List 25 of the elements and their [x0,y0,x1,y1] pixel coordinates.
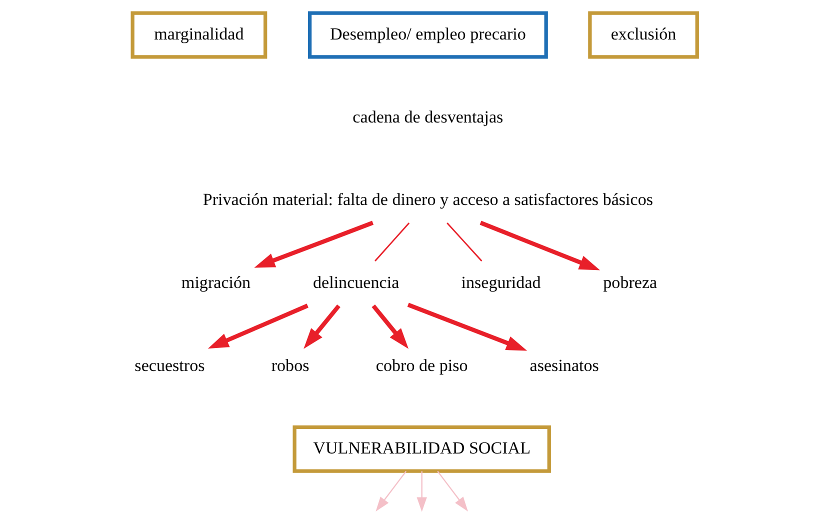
node-text: migración [180,272,250,292]
connector [446,222,482,262]
arrow [375,470,406,512]
arrow [416,471,426,512]
arrow [254,220,374,268]
node-box: marginalidad [130,11,267,59]
arrow [406,302,527,351]
arrow [479,220,600,270]
node-text: robos [270,356,309,375]
node-text: asesinatos [529,356,598,375]
node-text: secuestros [134,356,204,375]
node-text: delincuencia [312,272,399,292]
arrow [207,304,308,349]
node-text: pobreza [602,272,657,292]
arrow [371,304,408,349]
node-box: exclusión [588,11,698,59]
node-text: cobro de piso [375,356,468,375]
node-text: Privación material: falta de dinero y acceso a satisfactores básicos [202,190,653,210]
node-text: inseguridad [460,272,540,292]
arrow [303,304,340,349]
arrow [436,470,468,512]
connector [374,222,410,262]
node-text: cadena de desventajas [352,107,503,126]
node-box: Desempleo/ empleo precario [307,11,548,59]
node-box: VULNERABILIDAD SOCIAL [292,425,550,473]
